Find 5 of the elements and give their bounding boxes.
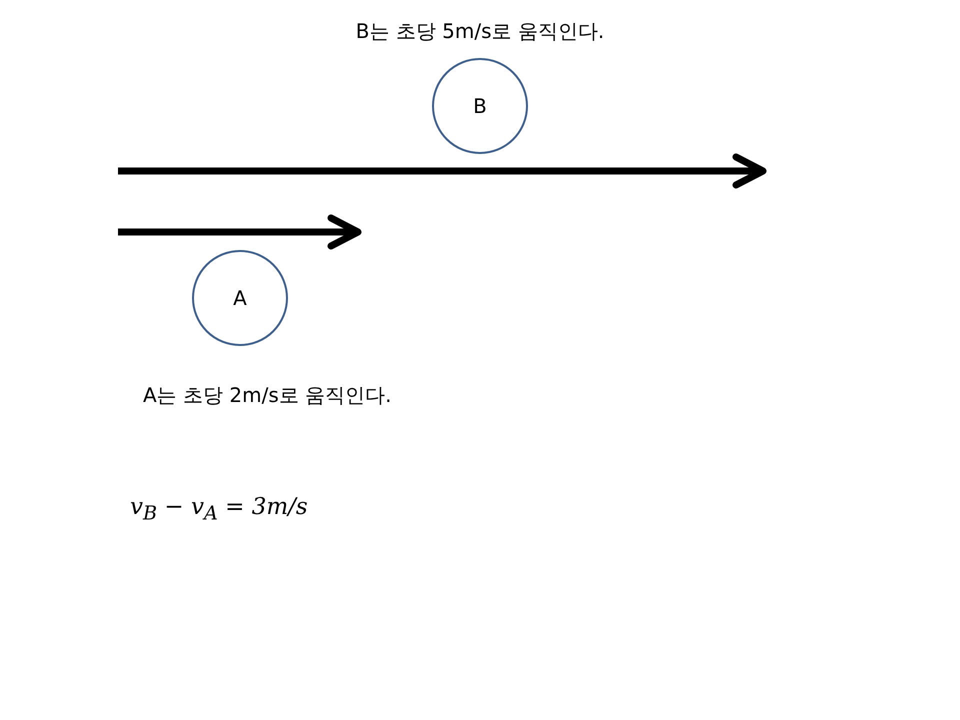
velocity-formula: v$_{B}$ − v$_{A}$ = 3m/s [130, 494, 308, 525]
body-name: A [233, 286, 247, 310]
body-name: B [473, 94, 487, 118]
motion-note: A는 초당 2m/s로 움직인다. [143, 382, 392, 409]
motion-note: B는 초당 5m/s로 움직인다. [356, 18, 604, 45]
